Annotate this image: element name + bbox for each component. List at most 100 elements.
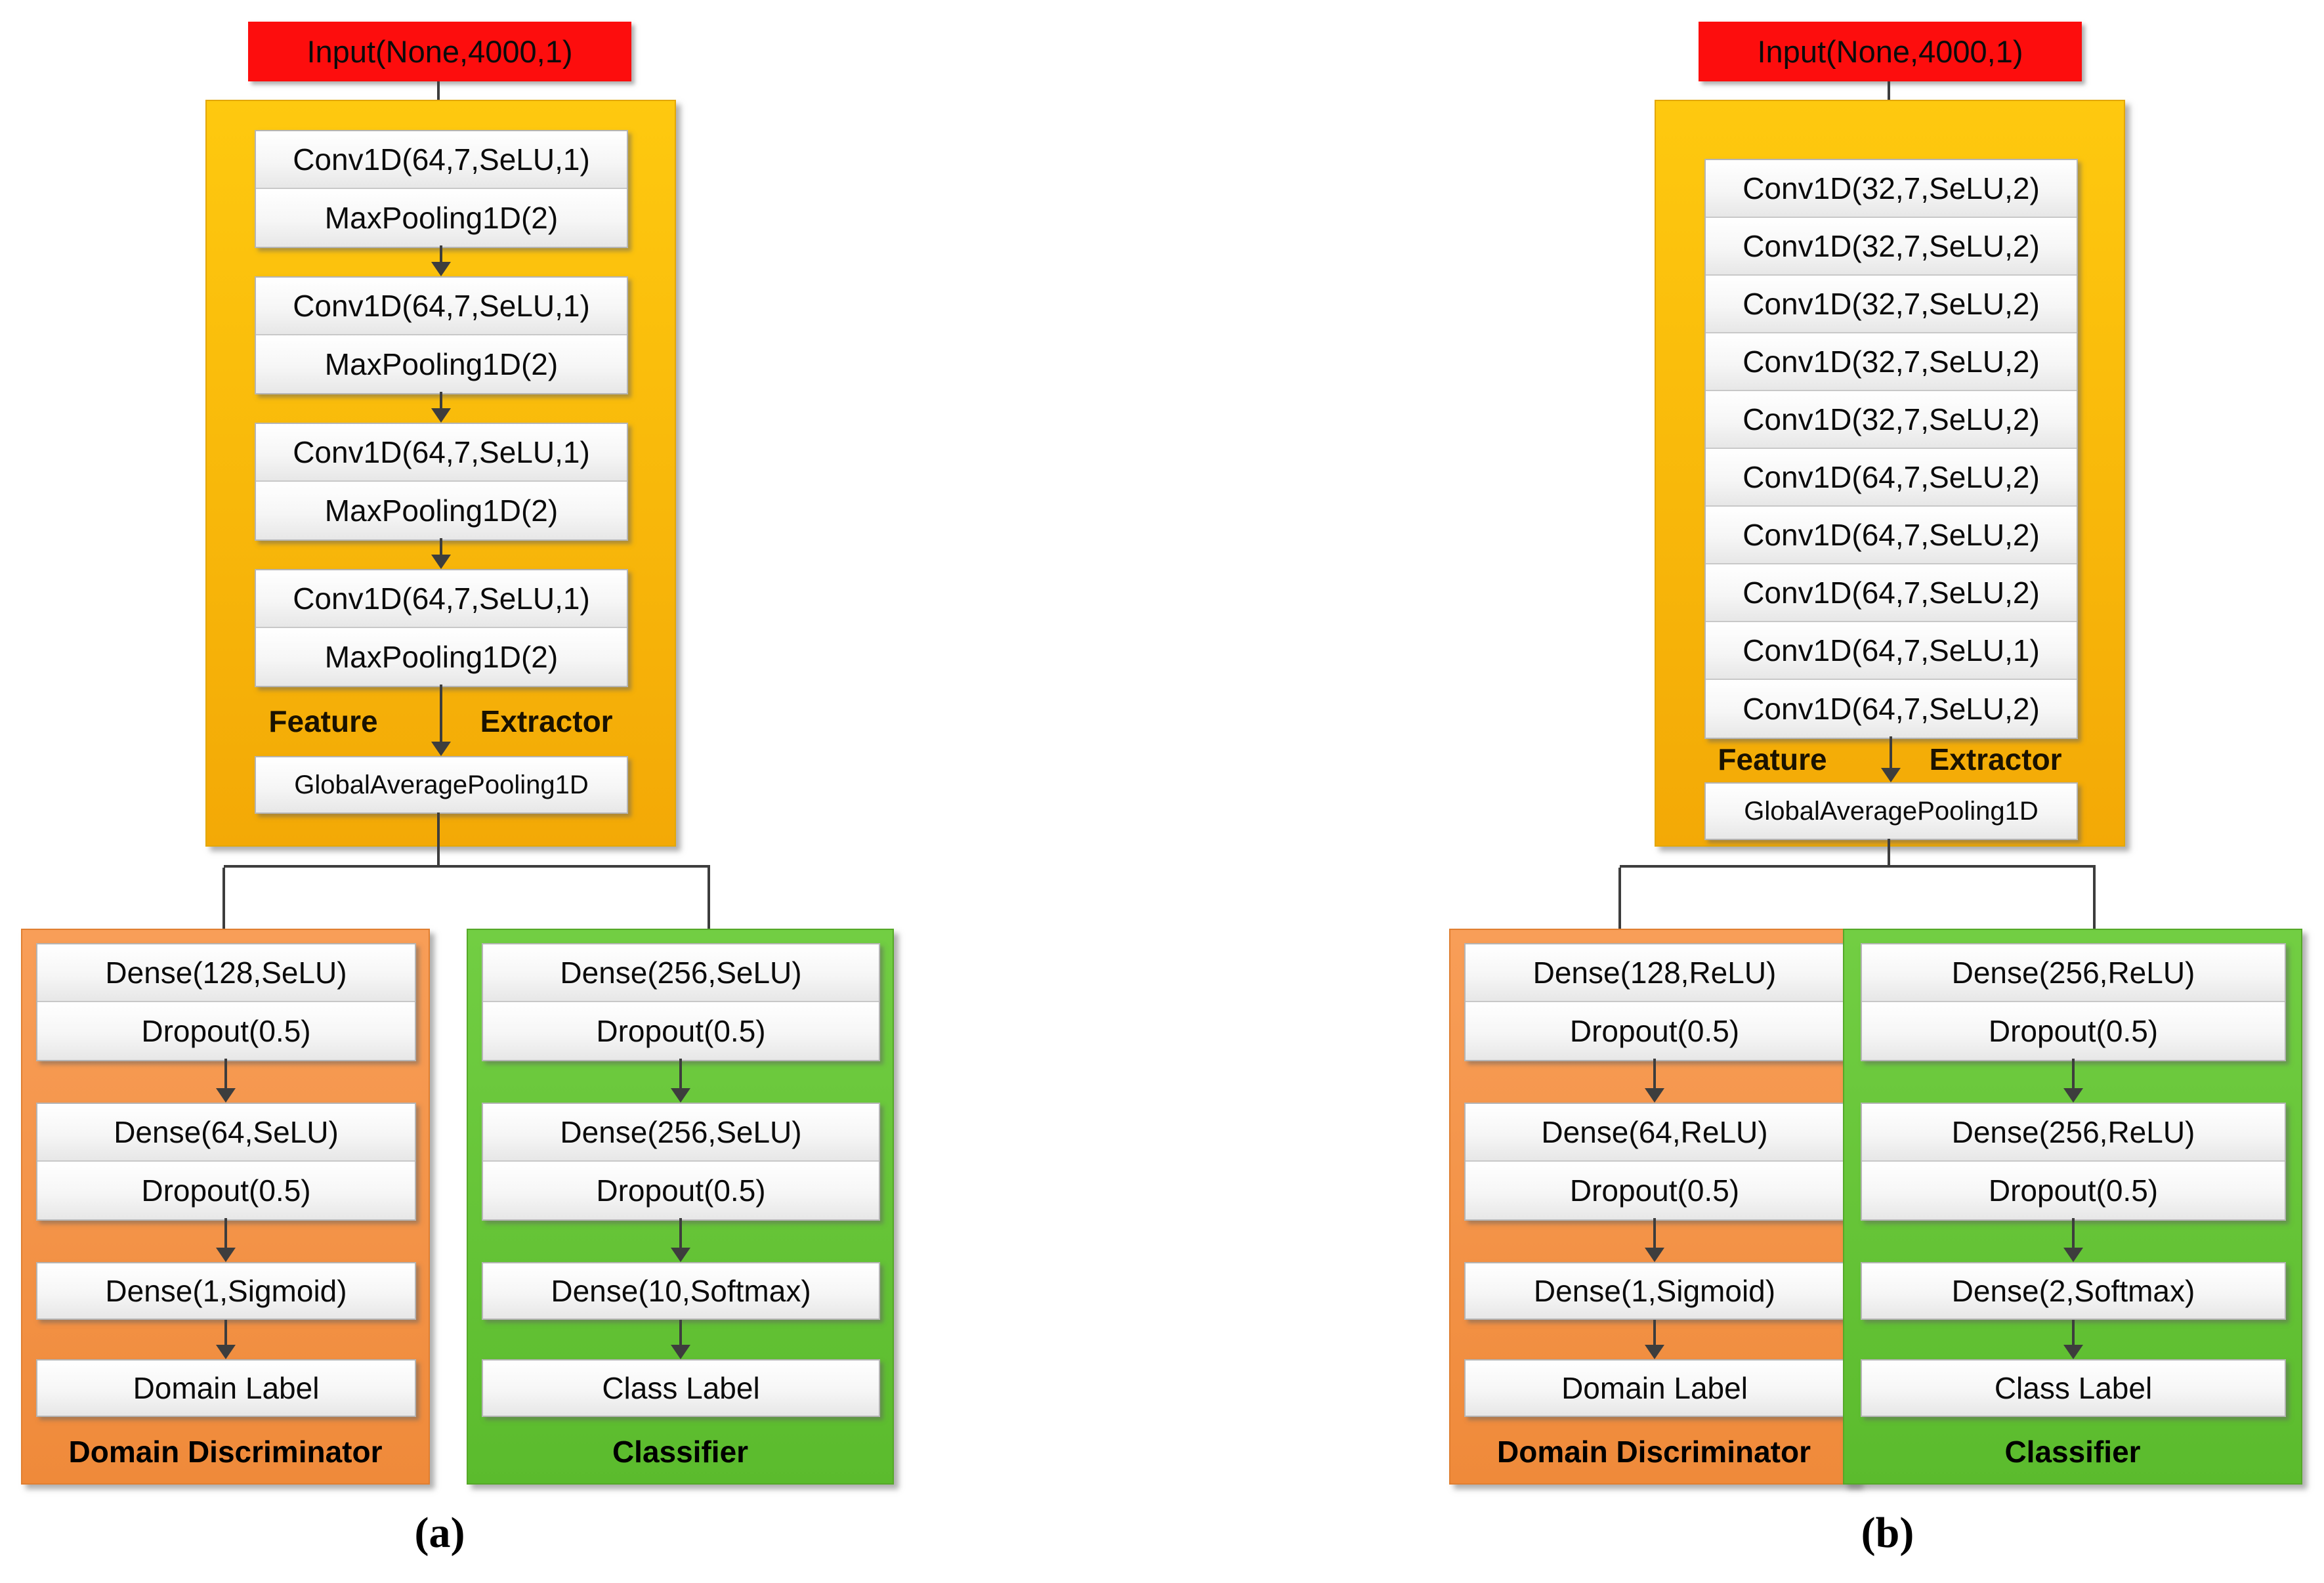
arrow-down-icon	[1653, 1218, 1656, 1248]
dense-dropout-group: Dense(256,ReLU) Dropout(0.5)	[1861, 943, 2286, 1061]
arrow-down-icon	[2072, 1218, 2075, 1248]
global-average-pooling-box: GlobalAveragePooling1D	[255, 756, 628, 814]
class-label-box: Class Label	[482, 1359, 880, 1417]
dense-dropout-group: Dense(256,SeLU) Dropout(0.5)	[482, 943, 880, 1061]
global-average-pooling-box: GlobalAveragePooling1D	[1704, 782, 2078, 840]
dropout-layer: Dropout(0.5)	[1466, 1002, 1844, 1060]
feature-extractor-caption: Feature Extractor	[207, 692, 675, 751]
dense-layer: Dense(128,ReLU)	[1466, 944, 1844, 1002]
conv-pool-group: Conv1D(64,7,SeLU,1) MaxPooling1D(2)	[255, 569, 628, 687]
conv-layer: Conv1D(64,7,SeLU,1)	[256, 278, 627, 335]
dense-layer: Dense(64,SeLU)	[37, 1104, 415, 1162]
arrow-down-icon	[224, 1059, 227, 1088]
conv-pool-group: Conv1D(64,7,SeLU,1) MaxPooling1D(2)	[255, 276, 628, 394]
arrow-down-icon	[440, 685, 442, 742]
dropout-layer: Dropout(0.5)	[1862, 1162, 2285, 1219]
conv-layer: Conv1D(64,7,SeLU,1)	[256, 424, 627, 482]
conv-layer: Conv1D(64,7,SeLU,2)	[1706, 507, 2077, 564]
maxpool-layer: MaxPooling1D(2)	[256, 482, 627, 539]
connector-line	[224, 865, 710, 868]
dense-dropout-group: Dense(64,SeLU) Dropout(0.5)	[36, 1103, 416, 1221]
connector-line	[1888, 839, 1890, 868]
dropout-layer: Dropout(0.5)	[37, 1002, 415, 1060]
classifier-title: Classifier	[612, 1435, 749, 1469]
arrow-down-icon	[440, 538, 442, 555]
dropout-layer: Dropout(0.5)	[1862, 1002, 2285, 1060]
dense-output-layer: Dense(1,Sigmoid)	[1464, 1262, 1845, 1320]
conv-pool-group: Conv1D(64,7,SeLU,1) MaxPooling1D(2)	[255, 130, 628, 248]
classifier-box: Dense(256,SeLU) Dropout(0.5) Dense(256,S…	[467, 929, 894, 1485]
arrow-down-icon	[1653, 1320, 1656, 1345]
diagram-a: Input(None,4000,1) Conv1D(64,7,SeLU,1) M…	[0, 0, 1162, 1583]
arrow-down-icon	[440, 392, 442, 408]
conv-layer: Conv1D(64,7,SeLU,1)	[256, 131, 627, 189]
arrow-down-icon	[1653, 1059, 1656, 1088]
conv-layer: Conv1D(64,7,SeLU,2)	[1706, 449, 2077, 507]
domain-discriminator-title: Domain Discriminator	[68, 1435, 383, 1469]
feature-extractor-caption: Feature Extractor	[1656, 736, 2124, 782]
conv-layer: Conv1D(32,7,SeLU,2)	[1706, 276, 2077, 333]
dense-layer: Dense(256,SeLU)	[483, 1104, 879, 1162]
caption-a: (a)	[414, 1509, 465, 1557]
arrow-down-icon	[708, 868, 710, 929]
conv-layer: Conv1D(32,7,SeLU,2)	[1706, 160, 2077, 218]
dropout-layer: Dropout(0.5)	[1466, 1162, 1844, 1219]
maxpool-layer: MaxPooling1D(2)	[256, 628, 627, 686]
conv-layer: Conv1D(64,7,SeLU,1)	[256, 570, 627, 628]
dropout-layer: Dropout(0.5)	[483, 1002, 879, 1060]
conv-layer: Conv1D(32,7,SeLU,2)	[1706, 333, 2077, 391]
classifier-title: Classifier	[2004, 1435, 2141, 1469]
conv-layer: Conv1D(64,7,SeLU,2)	[1706, 680, 2077, 738]
conv-layer: Conv1D(32,7,SeLU,2)	[1706, 218, 2077, 276]
domain-discriminator-box: Dense(128,ReLU) Dropout(0.5) Dense(64,Re…	[1449, 929, 1859, 1485]
extractor-label: Extractor	[1929, 742, 2062, 776]
extractor-label: Extractor	[480, 704, 613, 738]
arrow-down-icon	[679, 1059, 682, 1088]
dense-output-layer: Dense(1,Sigmoid)	[36, 1262, 416, 1320]
dense-layer: Dense(64,ReLU)	[1466, 1104, 1844, 1162]
dense-layer: Dense(128,SeLU)	[37, 944, 415, 1002]
classifier-box: Dense(256,ReLU) Dropout(0.5) Dense(256,R…	[1843, 929, 2302, 1485]
feature-label: Feature	[268, 704, 378, 738]
dense-layer: Dense(256,ReLU)	[1862, 1104, 2285, 1162]
feature-extractor-box: Conv1D(32,7,SeLU,2) Conv1D(32,7,SeLU,2) …	[1655, 100, 2125, 847]
conv-layer: Conv1D(32,7,SeLU,2)	[1706, 391, 2077, 449]
conv-layer: Conv1D(64,7,SeLU,2)	[1706, 564, 2077, 622]
domain-discriminator-title: Domain Discriminator	[1497, 1435, 1811, 1469]
dropout-layer: Dropout(0.5)	[37, 1162, 415, 1219]
conv-stack: Conv1D(32,7,SeLU,2) Conv1D(32,7,SeLU,2) …	[1704, 159, 2078, 739]
arrow-down-icon	[440, 245, 442, 262]
connector-line	[437, 813, 440, 868]
arrow-down-icon	[437, 81, 440, 109]
dense-dropout-group: Dense(256,SeLU) Dropout(0.5)	[482, 1103, 880, 1221]
domain-label-box: Domain Label	[1464, 1359, 1845, 1417]
input-label: Input(None,4000,1)	[1757, 34, 2023, 69]
dense-layer: Dense(256,SeLU)	[483, 944, 879, 1002]
dense-dropout-group: Dense(128,ReLU) Dropout(0.5)	[1464, 943, 1845, 1061]
arrow-down-icon	[1890, 736, 1892, 768]
dropout-layer: Dropout(0.5)	[483, 1162, 879, 1219]
dense-dropout-group: Dense(256,ReLU) Dropout(0.5)	[1861, 1103, 2286, 1221]
domain-discriminator-box: Dense(128,SeLU) Dropout(0.5) Dense(64,Se…	[21, 929, 430, 1485]
arrow-down-icon	[222, 868, 225, 929]
arrow-down-icon	[1618, 868, 1621, 929]
maxpool-layer: MaxPooling1D(2)	[256, 189, 627, 247]
maxpool-layer: MaxPooling1D(2)	[256, 335, 627, 393]
feature-label: Feature	[1718, 742, 1827, 776]
arrow-down-icon	[2093, 868, 2096, 929]
input-box: Input(None,4000,1)	[248, 22, 631, 81]
arrow-down-icon	[224, 1320, 227, 1345]
arrow-down-icon	[679, 1218, 682, 1248]
dense-output-layer: Dense(2,Softmax)	[1861, 1262, 2286, 1320]
conv-layer: Conv1D(64,7,SeLU,1)	[1706, 622, 2077, 680]
caption-b: (b)	[1861, 1509, 1914, 1557]
dense-layer: Dense(256,ReLU)	[1862, 944, 2285, 1002]
class-label-box: Class Label	[1861, 1359, 2286, 1417]
conv-pool-group: Conv1D(64,7,SeLU,1) MaxPooling1D(2)	[255, 423, 628, 541]
arrow-down-icon	[2072, 1320, 2075, 1345]
connector-line	[1620, 865, 2096, 868]
dense-output-layer: Dense(10,Softmax)	[482, 1262, 880, 1320]
arrow-down-icon	[679, 1320, 682, 1345]
input-box: Input(None,4000,1)	[1699, 22, 2082, 81]
